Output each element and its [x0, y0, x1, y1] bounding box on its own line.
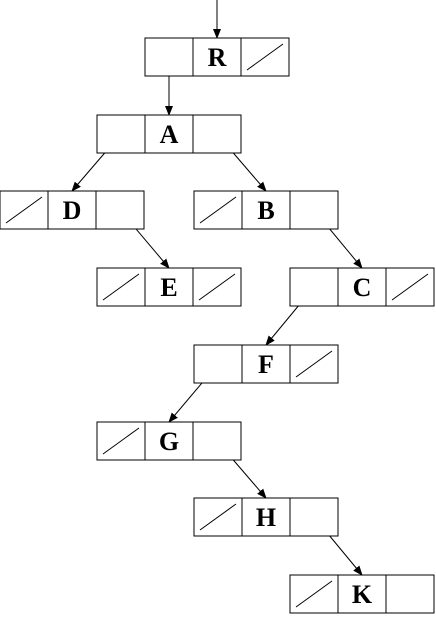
- node-f-left-cell: [193, 344, 243, 384]
- node-k-label: K: [352, 580, 373, 609]
- node-f-right-null-mark: [295, 350, 333, 378]
- node-b-data-cell: [241, 190, 291, 230]
- node-c-left-cell: [289, 267, 339, 307]
- node-h-right-cell: [289, 497, 339, 537]
- node-c-data-cell: [337, 267, 387, 307]
- node-g: G: [96, 421, 242, 461]
- node-c-label: C: [353, 273, 372, 302]
- node-r-right-null-mark: [246, 43, 284, 71]
- node-h: H: [193, 497, 339, 537]
- node-f: F: [193, 344, 339, 384]
- node-a-label: A: [160, 120, 179, 149]
- nodes-layer: R A D B E C F G H K: [0, 37, 435, 614]
- node-b-label: B: [257, 196, 274, 225]
- node-b: B: [193, 190, 339, 230]
- node-k-left-null-mark: [295, 580, 333, 608]
- node-a-right-cell: [192, 114, 242, 154]
- node-c-right-null-mark: [391, 273, 429, 301]
- node-d-label: D: [63, 196, 82, 225]
- node-a-left-cell: [96, 114, 146, 154]
- node-d: D: [0, 190, 145, 230]
- node-e: E: [96, 267, 242, 307]
- node-g-left-null-mark: [102, 427, 140, 455]
- node-h-left-null-mark: [199, 503, 237, 531]
- node-k: K: [289, 574, 435, 614]
- node-f-label: F: [258, 350, 274, 379]
- node-c: C: [289, 267, 435, 307]
- node-a: A: [96, 114, 242, 154]
- node-b-right-cell: [289, 190, 339, 230]
- node-e-label: E: [160, 273, 177, 302]
- node-e-right-null-mark: [198, 273, 236, 301]
- node-b-left-null-mark: [199, 196, 237, 224]
- node-g-label: G: [159, 427, 179, 456]
- node-k-right-cell: [385, 574, 435, 614]
- node-d-right-cell: [95, 190, 145, 230]
- node-d-data-cell: [47, 190, 97, 230]
- node-r: R: [144, 37, 290, 77]
- node-r-left-cell: [144, 37, 194, 77]
- node-g-data-cell: [144, 421, 194, 461]
- node-r-label: R: [208, 43, 227, 72]
- node-g-right-cell: [192, 421, 242, 461]
- node-h-label: H: [256, 503, 276, 532]
- node-e-left-null-mark: [102, 273, 140, 301]
- node-e-data-cell: [144, 267, 194, 307]
- node-d-left-null-mark: [5, 196, 43, 224]
